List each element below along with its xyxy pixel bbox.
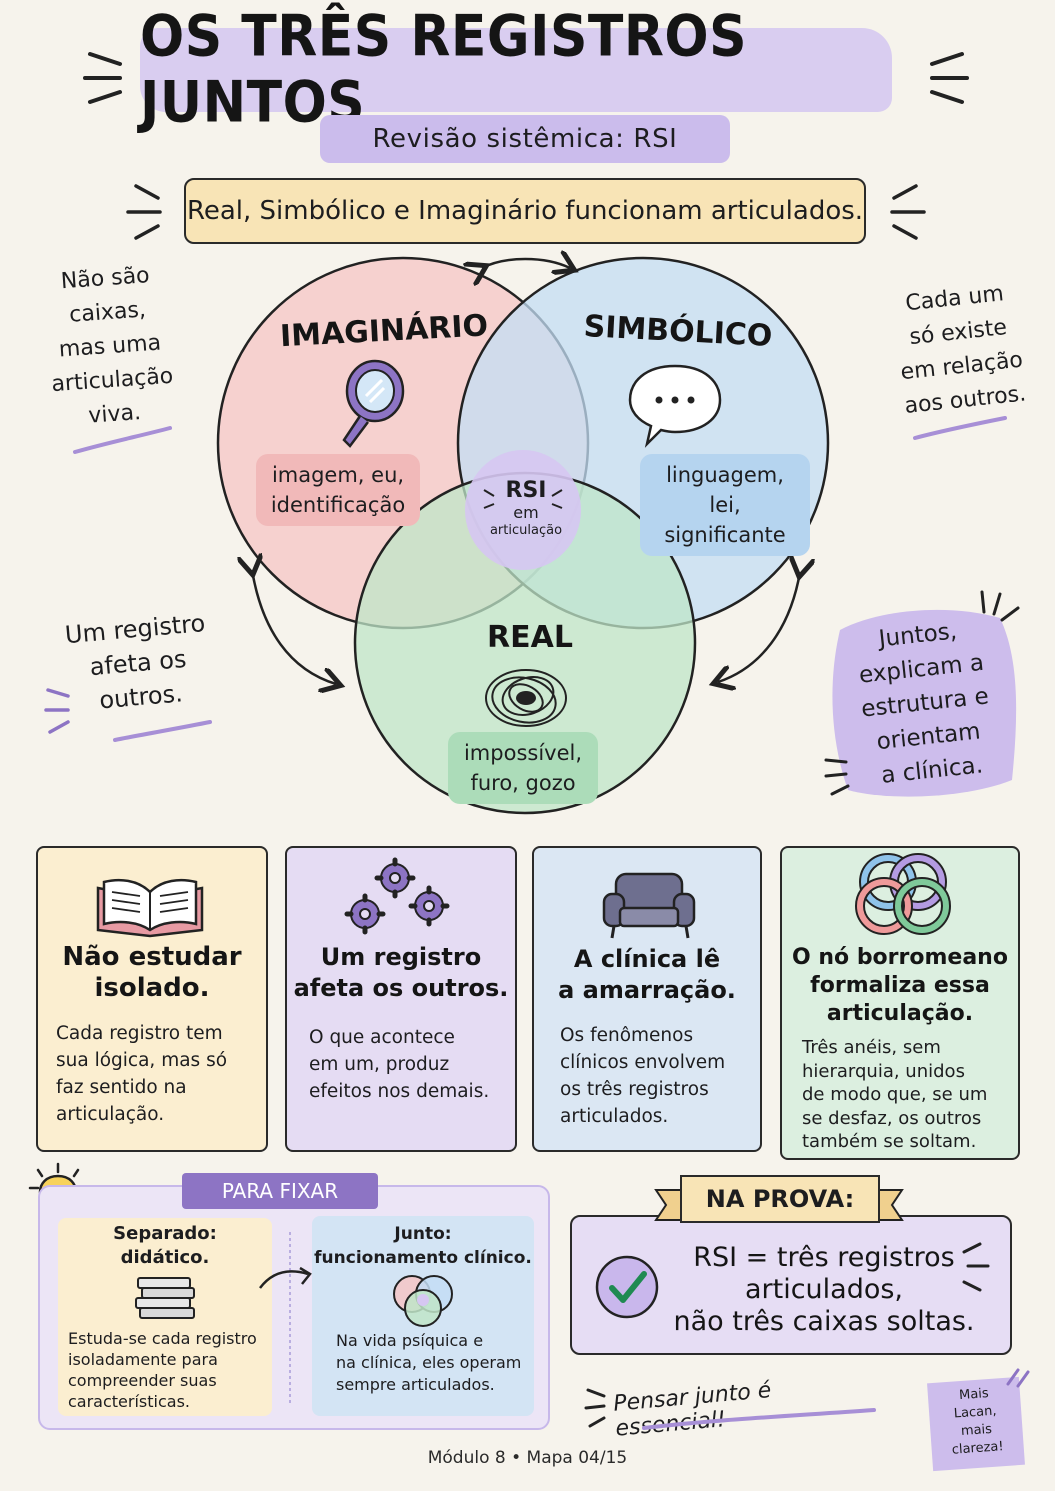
- card-title: Não estudar isolado.: [62, 942, 242, 1003]
- note-mid-left-underline: [113, 720, 212, 742]
- card-nao-estudar-isolado: Não estudar isolado. Cada registro tem s…: [36, 846, 268, 1152]
- slogan-sparks: [584, 1388, 606, 1428]
- card-title: A clínica lê a amarração.: [558, 945, 736, 1004]
- card-text: Cada registro tem sua lógica, mas só faz…: [56, 1023, 228, 1125]
- sticker-tape-mark: [1006, 1368, 1030, 1388]
- card-um-registro-afeta: Um registro afeta os outros. O que acont…: [285, 846, 517, 1152]
- slogan-underline: [642, 1408, 876, 1430]
- card-text: O que acontece em um, produz efeitos nos…: [309, 1027, 490, 1102]
- left-double-arrow: [252, 570, 336, 684]
- footer: Módulo 8 • Mapa 04/15: [427, 1448, 628, 1468]
- card-text: Os fenômenos clínicos envolvem os três r…: [560, 1025, 726, 1127]
- na-prova-ribbon-tails: [654, 1189, 904, 1221]
- title-highlight: OS TRÊS REGISTROS JUNTOS: [140, 4, 892, 136]
- mirror-icon: [342, 359, 405, 448]
- open-book-icon: [96, 878, 204, 938]
- banner-sparks-right: [890, 184, 926, 240]
- fixar-left-title: Separado: didático.: [113, 1223, 217, 1268]
- armchair-icon: [602, 872, 696, 939]
- right-double-arrow: [718, 572, 800, 682]
- check-circle-icon: [595, 1255, 659, 1319]
- summary-banner: Real, Simbólico e Imaginário funcionam a…: [184, 178, 866, 244]
- note-mid-left-marks: [44, 688, 70, 734]
- stacked-books-icon: [135, 1277, 195, 1319]
- sticker-note: Mais Lacan, mais clareza!: [927, 1376, 1025, 1472]
- fixar-right-title: Junto: funcionamento clínico.: [314, 1224, 532, 1268]
- borromean-rings-icon: [855, 853, 951, 935]
- card-no-borromeano: O nó borromeano formaliza essa articulaç…: [780, 846, 1020, 1160]
- venn-diagram: [216, 250, 830, 815]
- note-mid-right-blob: [832, 609, 1017, 797]
- gears-icon: [344, 857, 450, 935]
- card-title: O nó borromeano formaliza essa articulaç…: [792, 945, 1008, 1026]
- fixar-divider: [289, 1232, 291, 1404]
- card-clinica-le-amarracao: A clínica lê a amarração. Os fenômenos c…: [532, 846, 762, 1152]
- speech-bubble-icon: [628, 364, 722, 448]
- center-rsi: RSI em articulação: [489, 478, 563, 538]
- summary-banner-text: Real, Simbólico e Imaginário funcionam a…: [186, 196, 864, 226]
- fixar-left-text: Estuda-se cada registro isoladamente par…: [68, 1329, 257, 1411]
- subtitle-highlight: Revisão sistêmica: RSI: [320, 115, 730, 163]
- na-prova-sparks: [962, 1242, 990, 1292]
- imaginario-desc: imagem, eu, identificação: [256, 454, 420, 526]
- na-prova-tag: NA PROVA:: [680, 1175, 880, 1223]
- fixar-arrow: [259, 1266, 312, 1289]
- title-sparks-right: [930, 52, 969, 104]
- title-sparks-left: [83, 52, 122, 104]
- mini-venn-icon: [393, 1275, 453, 1327]
- card-title: Um registro afeta os outros.: [293, 943, 509, 1002]
- note-top-right: Cada um só existe em relação aos outros.: [899, 281, 1028, 420]
- real-label: REAL: [487, 620, 573, 655]
- simbolico-desc: linguagem, lei, significante: [640, 454, 810, 556]
- banner-sparks-left: [126, 184, 162, 240]
- card-text: Três anéis, sem hierarquia, unidos de mo…: [802, 1037, 988, 1152]
- fixar-right-text: Na vida psíquica e na clínica, eles oper…: [336, 1331, 522, 1394]
- top-double-arrow: [482, 259, 570, 268]
- real-desc: impossível, furo, gozo: [448, 732, 598, 804]
- para-fixar-tag: PARA FIXAR: [182, 1173, 378, 1209]
- note-top-right-underline: [913, 416, 1007, 440]
- page-title: OS TRÊS REGISTROS JUNTOS: [140, 4, 748, 136]
- center-overlap: [465, 450, 581, 570]
- page-subtitle: Revisão sistêmica: RSI: [372, 124, 678, 154]
- scribble-knot-icon: [485, 669, 567, 727]
- note-mid-right-marks-bottom: [824, 758, 850, 796]
- note-mid-right-marks: [980, 590, 1020, 622]
- na-prova-text: RSI = três registros articulados, não tr…: [673, 1242, 975, 1337]
- note-mid-right: Juntos, explicam a estrutura e orientam …: [857, 618, 990, 789]
- note-top-left-underline: [73, 426, 172, 454]
- note-top-left: Não são caixas, mas uma articulação viva…: [50, 263, 175, 429]
